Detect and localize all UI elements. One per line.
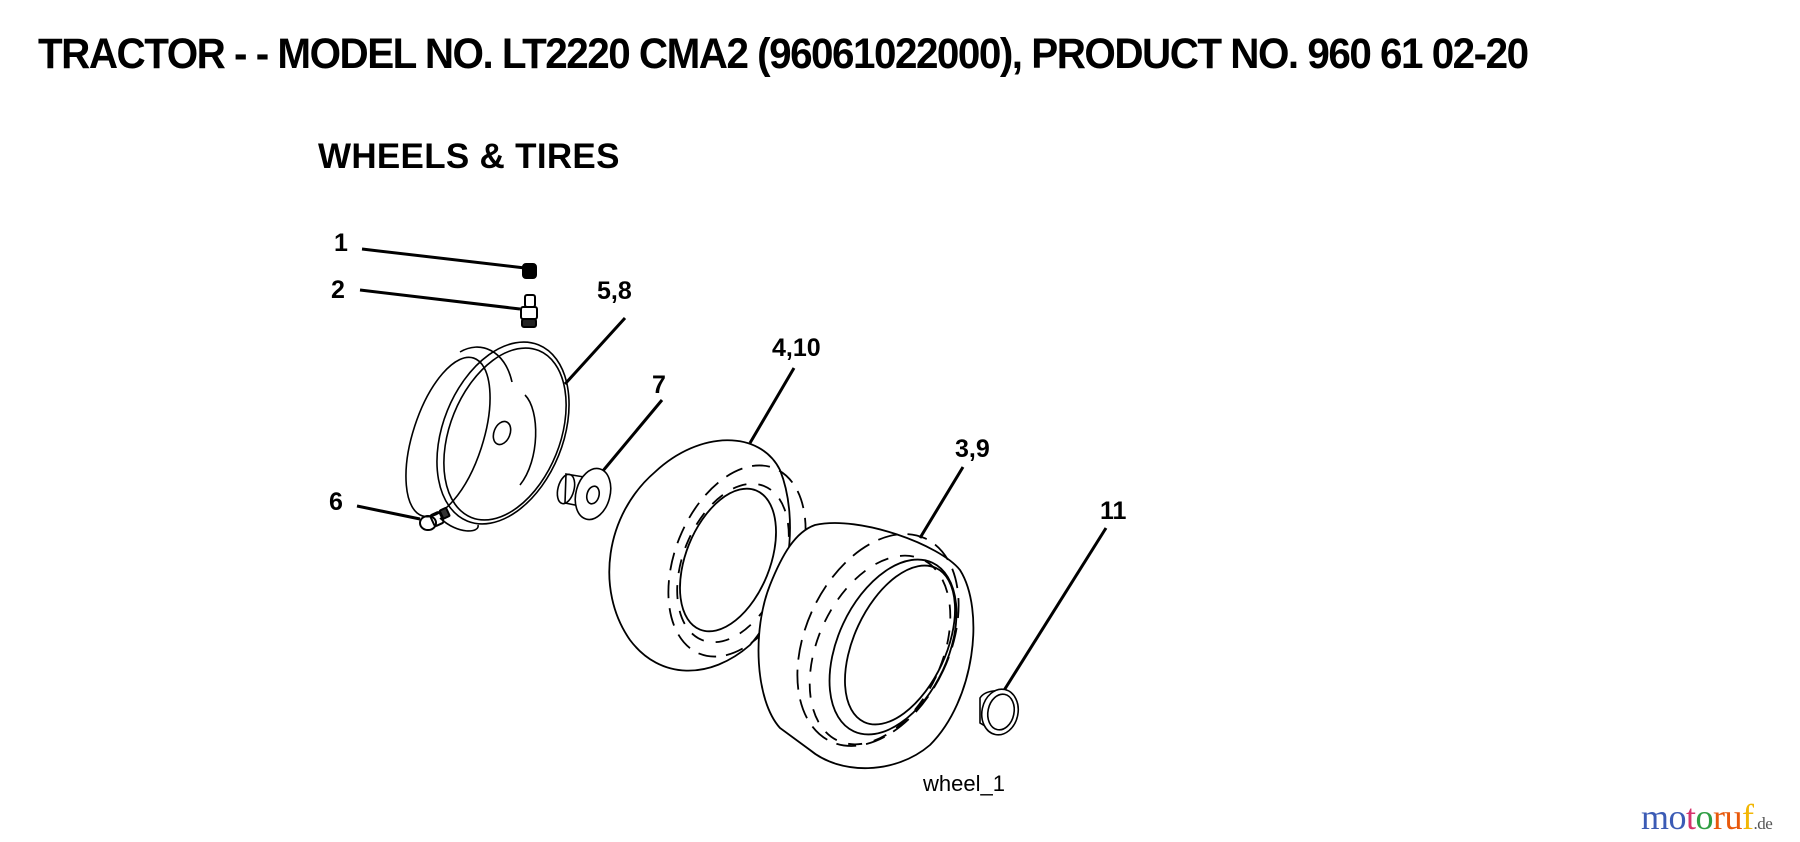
hub-cap-icon bbox=[979, 688, 1020, 736]
grease-fitting-icon bbox=[419, 507, 451, 531]
figure-id: wheel_1 bbox=[923, 771, 1005, 796]
watermark-letter: r bbox=[1713, 797, 1725, 837]
watermark-letter: o bbox=[1695, 797, 1714, 837]
section-title: WHEELS & TIRES bbox=[318, 137, 620, 176]
valve-stem-icon bbox=[520, 294, 538, 328]
wheel-rim-icon bbox=[405, 341, 570, 532]
valve-cap-icon bbox=[522, 263, 537, 279]
callout-4-10: 4,10 bbox=[772, 334, 821, 362]
callout-1: 1 bbox=[334, 229, 348, 257]
watermark-letter: u bbox=[1724, 797, 1743, 837]
watermark-letter: f bbox=[1742, 797, 1754, 837]
watermark-suffix: .de bbox=[1753, 814, 1773, 833]
callout-2: 2 bbox=[331, 276, 345, 304]
front-tire-icon bbox=[608, 439, 807, 672]
callout-6: 6 bbox=[329, 488, 343, 516]
callout-3-9: 3,9 bbox=[955, 435, 990, 463]
callout-7: 7 bbox=[652, 371, 666, 399]
callout-11: 11 bbox=[1100, 497, 1127, 525]
page-title: TRACTOR - - MODEL NO. LT2220 CMA2 (96061… bbox=[38, 30, 1529, 78]
watermark-letter: m bbox=[1641, 797, 1669, 837]
bushing-icon bbox=[556, 467, 612, 521]
watermark-letter: o bbox=[1668, 797, 1687, 837]
rear-tire-icon bbox=[757, 522, 975, 770]
watermark-letter: t bbox=[1686, 797, 1696, 837]
watermark-logo: motoruf.de bbox=[1641, 796, 1773, 838]
callout-5-8: 5,8 bbox=[597, 277, 632, 305]
leader-lines bbox=[356, 247, 1108, 693]
